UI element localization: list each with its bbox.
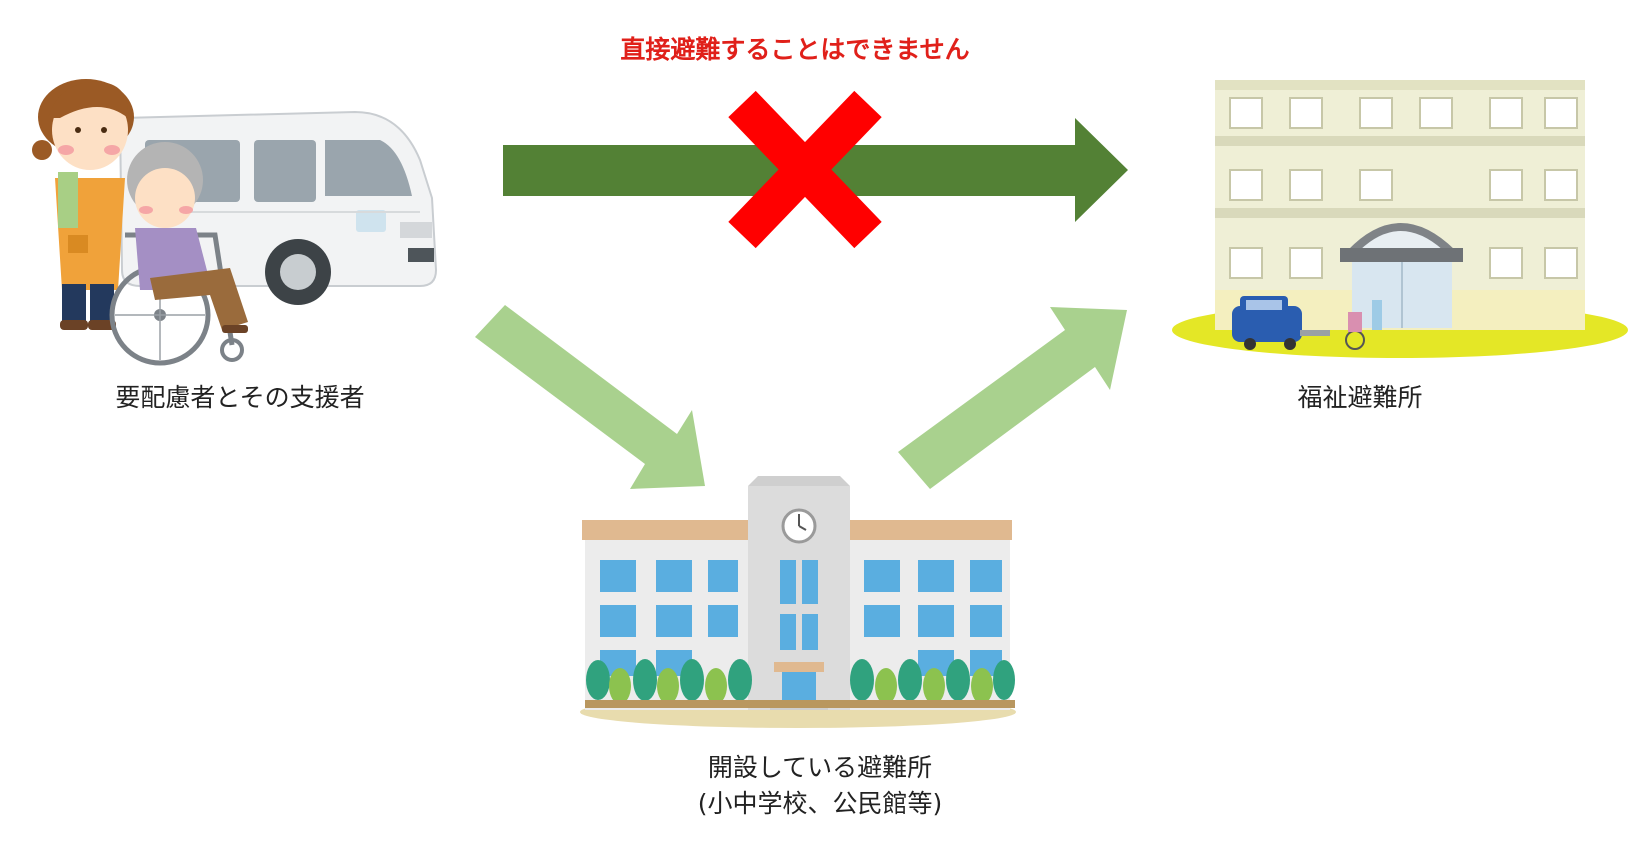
welfare-shelter-label: 福祉避難所	[1297, 383, 1423, 412]
cross-icon	[728, 90, 882, 249]
tree-icon	[585, 659, 1015, 708]
welfare-facility-icon	[1172, 80, 1628, 358]
person-label: 要配慮者とその支援者	[115, 383, 365, 412]
warning-text: 直接避難することはできません	[620, 35, 970, 64]
caregiver-icon	[32, 79, 134, 330]
arrow-to-school	[475, 305, 705, 489]
school-shelter-label-line1: 開設している避難所	[707, 753, 933, 782]
wheelchair-icon	[109, 142, 248, 366]
arrow-to-welfare	[898, 307, 1127, 489]
school-shelter-label: 開設している避難所 (小中学校、公民館等)	[580, 750, 1060, 822]
school-shelter-label-line2: (小中学校、公民館等)	[697, 789, 943, 818]
